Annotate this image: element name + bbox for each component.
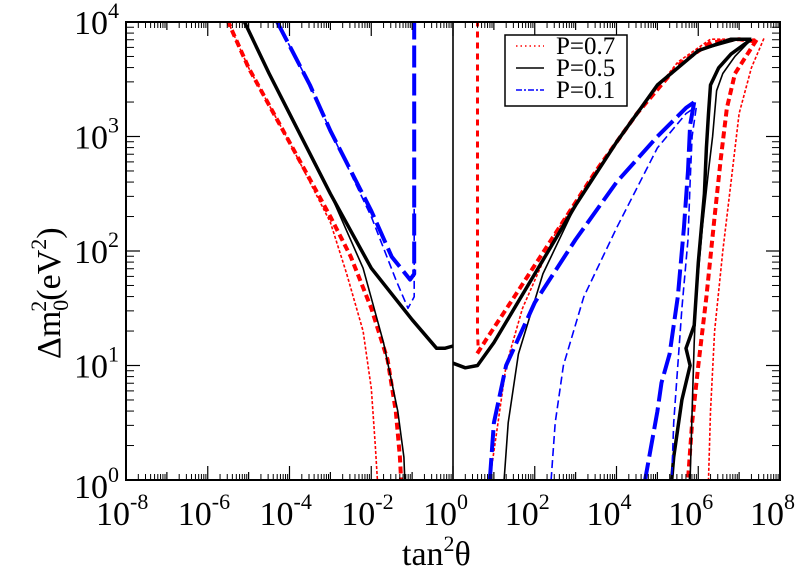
x-tick-label: 10-4 — [260, 489, 312, 533]
data-series — [226, 22, 765, 480]
y-tick-label: 101 — [74, 342, 119, 386]
y-tick-label: 100 — [74, 462, 119, 506]
x-axis-tick-labels: 10-8 10-6 10-4 10-2 100 102 104 106 108 — [96, 489, 795, 533]
svg-text:Δm02(eV2): Δm02(eV2) — [26, 227, 73, 359]
x-tick-label: 10-6 — [178, 489, 230, 533]
series-line — [226, 22, 404, 480]
legend-box — [504, 34, 628, 107]
series-line — [487, 100, 696, 480]
series-line — [476, 22, 480, 354]
series-line — [669, 37, 753, 480]
x-tick-label: 104 — [587, 489, 632, 533]
y-axis-tick-labels: 100 101 102 103 104 — [74, 0, 119, 506]
legend-label-p07: P=0.7 — [556, 33, 615, 60]
series-line — [707, 38, 765, 480]
series-line — [243, 22, 406, 480]
plot-frame — [125, 21, 781, 481]
series-line — [488, 38, 757, 480]
y-axis-title: Δm02(eV2) — [26, 227, 73, 359]
x-axis-title: tan2θ — [402, 531, 471, 573]
y-tick-label: 104 — [74, 0, 119, 42]
legend: P=0.7 P=0.5 P=0.1 — [504, 33, 628, 107]
legend-label-p05: P=0.5 — [556, 55, 615, 82]
x-tick-label: 10-8 — [96, 489, 148, 533]
series-line — [550, 107, 695, 480]
series-line — [643, 101, 697, 480]
legend-label-p01: P=0.1 — [556, 77, 615, 104]
x-tick-label: 10-2 — [341, 489, 393, 533]
series-line — [689, 38, 752, 480]
y-tick-label: 102 — [74, 227, 119, 271]
series-line — [227, 22, 379, 480]
x-tick-label: 106 — [668, 489, 713, 533]
x-tick-label: 102 — [505, 489, 550, 533]
series-line — [276, 22, 415, 310]
series-line — [670, 107, 697, 480]
series-line — [503, 38, 740, 480]
y-tick-label: 103 — [74, 113, 119, 157]
x-tick-label: 108 — [750, 489, 795, 533]
x-tick-label: 100 — [423, 489, 468, 533]
